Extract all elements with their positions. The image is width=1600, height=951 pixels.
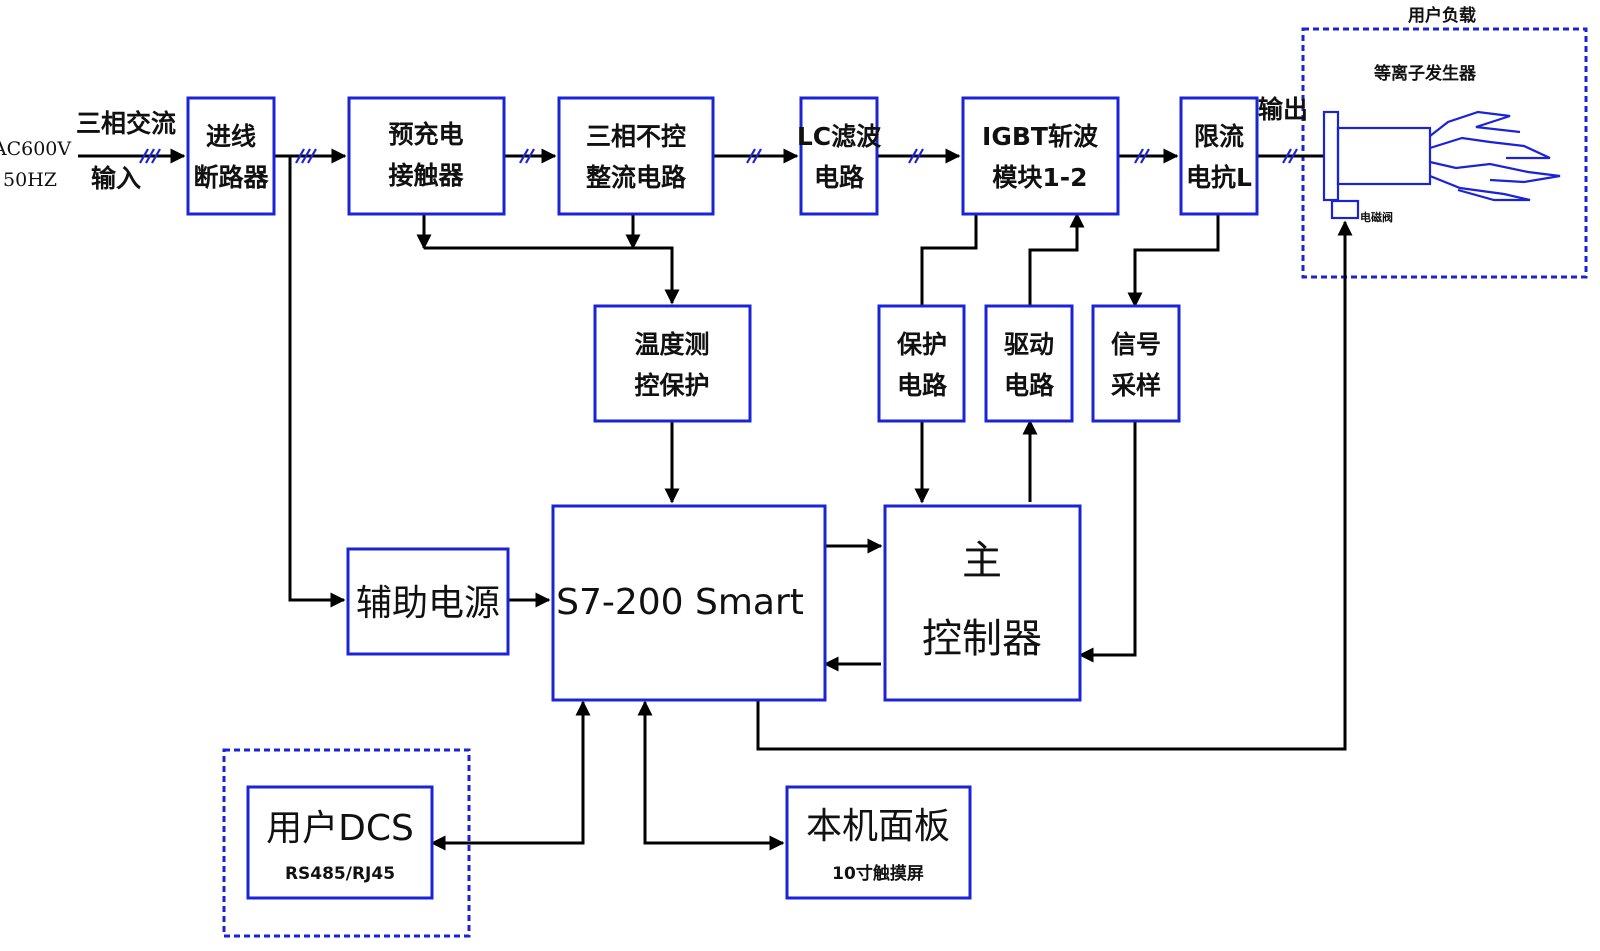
temperature-protection-block: 温度测 控保护 (593, 304, 752, 423)
drive-label-2: 电路 (1004, 371, 1055, 400)
rectifier-label-2: 整流电路 (586, 163, 687, 192)
igbt-chopper-block: IGBT斩波 模块1-2 (961, 96, 1120, 216)
reactor-label: 限流 (1194, 122, 1244, 151)
user-dcs-group (222, 748, 471, 938)
lc-filter-label-2: 电路 (814, 163, 865, 192)
protection-circuit-block: 保护 电路 (877, 304, 966, 423)
reactor-label-2: 电抗L (1186, 163, 1252, 192)
temperature-label: 温度测 (634, 330, 709, 359)
breaker-label: 进线 (206, 122, 256, 151)
main-controller-block: 主 控制器 (883, 504, 1082, 702)
protection-label-2: 电路 (897, 371, 948, 400)
current-limit-reactor-block: 限流 电抗L (1179, 96, 1259, 216)
output-label: 输出 (1258, 95, 1308, 124)
igbt-label: IGBT斩波 (982, 122, 1099, 151)
sampling-label: 信号 (1111, 330, 1161, 359)
solenoid-valve-label: 电磁阀 (1360, 210, 1393, 224)
aux-power-label: 辅助电源 (356, 583, 500, 624)
drive-label: 驱动 (1004, 330, 1054, 359)
temperature-label-2: 控保护 (634, 371, 709, 400)
lc-filter-label: LC滤波 (797, 122, 882, 151)
drive-circuit-block: 驱动 电路 (984, 304, 1074, 423)
plc-block: S7-200 Smart (551, 504, 827, 702)
breaker-block: 进线 断路器 (186, 96, 276, 216)
three-phase-mark (908, 148, 924, 164)
three-phase-mark (295, 148, 317, 164)
sampling-label-2: 采样 (1111, 371, 1161, 400)
three-phase-mark (1282, 148, 1298, 164)
panel-label: 本机面板 (806, 806, 950, 847)
input-label: 三相交流 (76, 109, 176, 138)
lc-filter-block: LC滤波 电路 (797, 96, 882, 216)
precharge-label: 预充电 (388, 120, 463, 149)
three-phase-mark (139, 148, 161, 164)
user-dcs-sublabel: RS485/RJ45 (285, 864, 395, 884)
plasma-generator-icon (1322, 110, 1561, 220)
precharge-contactor-block: 预充电 接触器 (347, 96, 506, 216)
main-controller-label: 主 (962, 538, 1002, 584)
wiring (78, 148, 1353, 851)
local-panel-block: 本机面板 10寸触摸屏 (785, 785, 972, 900)
plc-label: S7-200 Smart (556, 582, 804, 623)
protection-label: 保护 (896, 330, 947, 359)
user-dcs-label: 用户DCS (266, 808, 414, 849)
user-load-group (1301, 27, 1588, 279)
three-phase-mark (1134, 148, 1150, 164)
user-dcs-block: 用户DCS RS485/RJ45 (246, 785, 434, 900)
input-source-voltage: AC600V (0, 138, 71, 160)
three-phase-mark (519, 148, 535, 164)
main-controller-label-2: 控制器 (922, 616, 1042, 662)
input-source-frequency: 50HZ (3, 169, 57, 191)
breaker-label-2: 断路器 (193, 163, 269, 192)
user-load-label: 用户负载 (1408, 5, 1476, 26)
rectifier-label: 三相不控 (586, 122, 686, 151)
three-phase-marks (139, 148, 1298, 164)
signal-sampling-block: 信号 采样 (1091, 304, 1181, 423)
aux-power-block: 辅助电源 (346, 547, 510, 656)
precharge-label-2: 接触器 (388, 161, 464, 190)
igbt-label-2: 模块1-2 (992, 163, 1087, 192)
input-label-2: 输入 (91, 164, 141, 193)
panel-sublabel: 10寸触摸屏 (832, 863, 924, 884)
rectifier-block: 三相不控 整流电路 (557, 96, 715, 216)
plasma-generator-label: 等离子发生器 (1374, 63, 1477, 84)
three-phase-mark (746, 148, 762, 164)
